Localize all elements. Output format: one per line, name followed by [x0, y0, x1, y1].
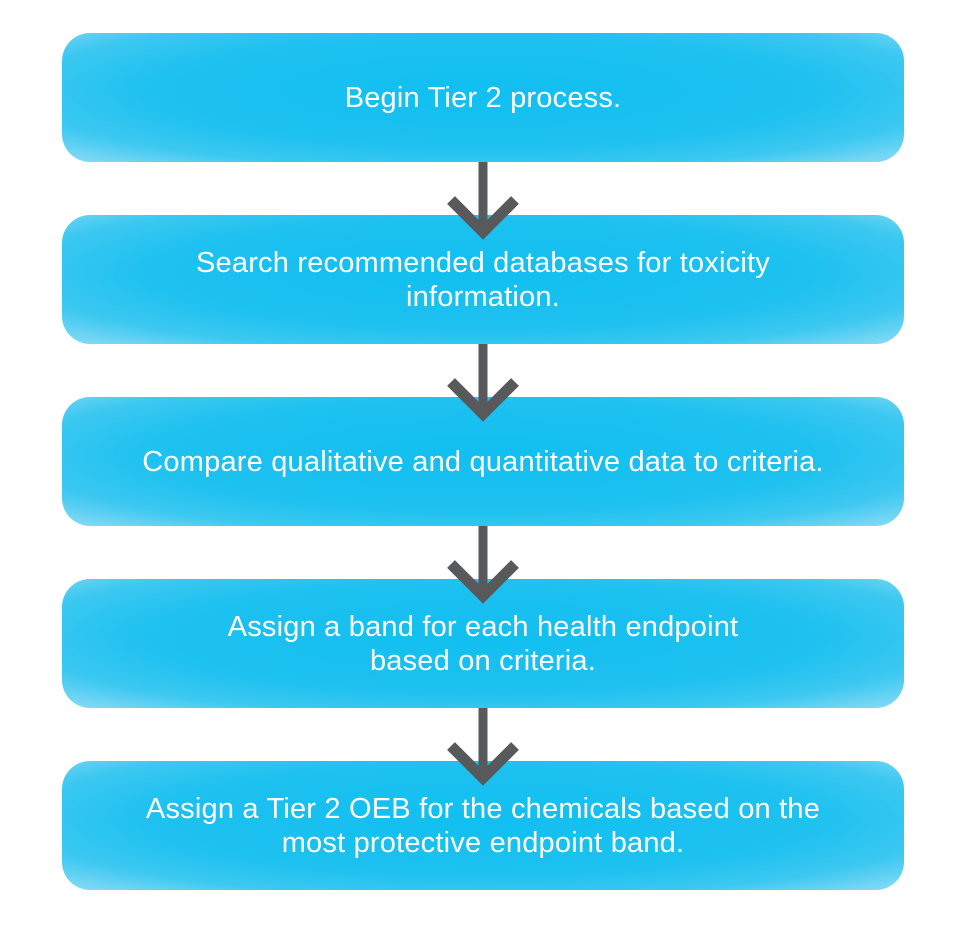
flow-arrow-connector-2 — [62, 344, 904, 422]
flow-arrow-connector-1 — [62, 162, 904, 240]
flow-step-text-1: Begin Tier 2 process. — [344, 81, 622, 114]
flow-step-box-1: Begin Tier 2 process. — [62, 33, 904, 162]
down-arrow-icon — [447, 344, 519, 422]
flowchart-stack: Begin Tier 2 process. Search recommended… — [62, 33, 904, 890]
flow-step-text-5: Assign a Tier 2 OEB for the chemicals ba… — [145, 792, 821, 859]
flow-step-text-3: Compare qualitative and quantitative dat… — [142, 445, 824, 478]
flow-step-text-4: Assign a band for each health endpoint b… — [227, 610, 739, 677]
flow-step-text-2: Search recommended databases for toxicit… — [196, 246, 770, 313]
down-arrow-icon — [447, 162, 519, 240]
down-arrow-icon — [447, 526, 519, 604]
down-arrow-icon — [447, 708, 519, 786]
flow-arrow-connector-4 — [62, 708, 904, 786]
flow-arrow-connector-3 — [62, 526, 904, 604]
